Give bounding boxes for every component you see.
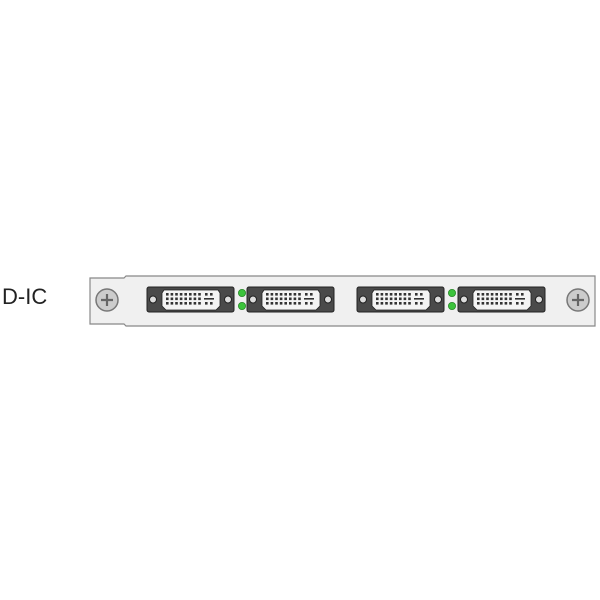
status-led-icon [447, 288, 456, 297]
dvi-connector [146, 286, 235, 313]
status-led-icon [447, 301, 456, 310]
screw-icon-left [95, 288, 119, 312]
dvi-connector [356, 286, 445, 313]
screw-icon-right [566, 288, 590, 312]
dvi-connector [457, 286, 546, 313]
status-led-icon [237, 301, 246, 310]
module-label: D-IC [2, 284, 48, 309]
status-led-icon [237, 288, 246, 297]
dvi-connector [246, 286, 335, 313]
